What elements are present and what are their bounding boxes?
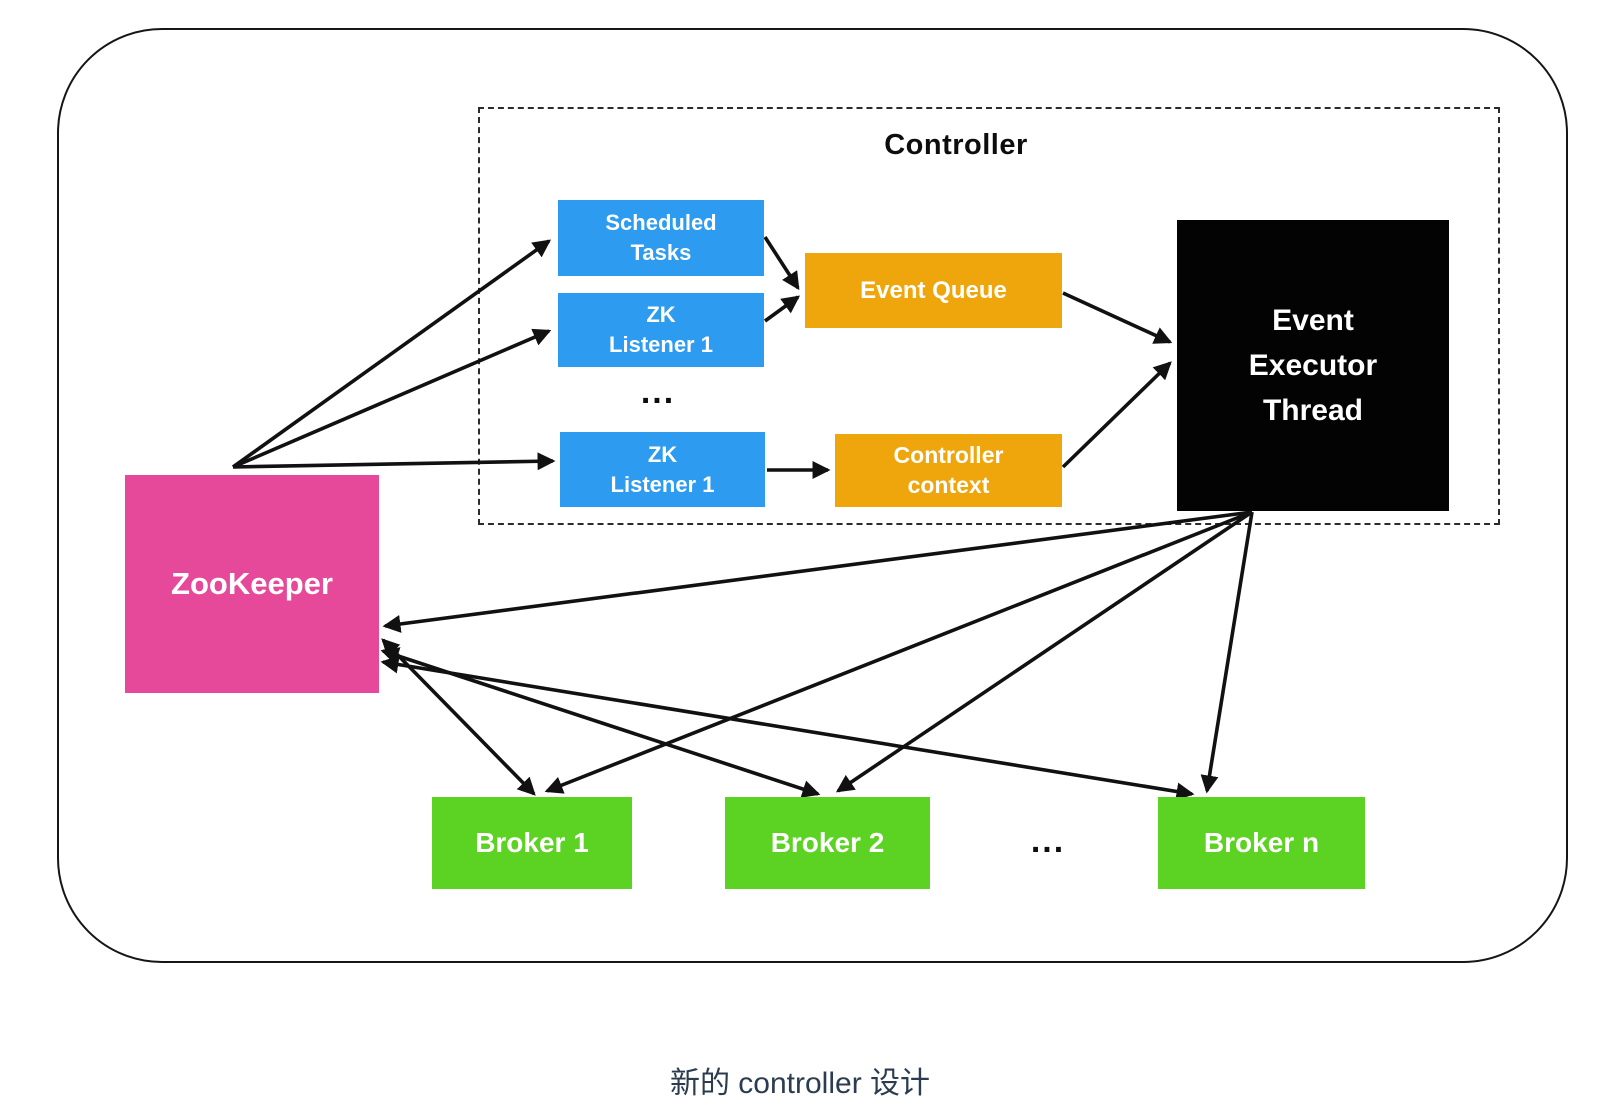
event-executor-thread-label: Event Executor Thread — [1248, 304, 1378, 427]
controller-context-node: Controller context — [835, 434, 1062, 507]
figure-caption: 新的 controller 设计 — [669, 1067, 931, 1100]
brokers-ellipsis: ... — [1030, 822, 1066, 860]
listeners-ellipsis: ... — [640, 373, 676, 411]
outer-rounded-border — [57, 28, 1568, 963]
event-executor-thread-node: Event Executor Thread — [1177, 220, 1449, 511]
broker-1-label: Broker 1 — [475, 827, 589, 858]
event-queue-label: Event Queue — [860, 276, 1007, 304]
zk-listener-n-label: ZK Listener 1 — [610, 441, 715, 497]
zk-listener-1-node: ZK Listener 1 — [558, 293, 764, 367]
controller-group-label: Controller — [884, 129, 1028, 161]
zk-listener-n-node: ZK Listener 1 — [560, 432, 765, 507]
broker-1-node: Broker 1 — [432, 797, 632, 889]
zookeeper-label: ZooKeeper — [171, 566, 333, 601]
controller-context-label: Controller context — [893, 441, 1004, 498]
scheduled-tasks-node: Scheduled Tasks — [558, 200, 764, 276]
scheduled-tasks-label: Scheduled Tasks — [605, 210, 717, 265]
zk-listener-1-label: ZK Listener 1 — [609, 302, 713, 357]
zookeeper-node: ZooKeeper — [125, 475, 379, 693]
broker-n-node: Broker n — [1158, 797, 1365, 889]
event-queue-node: Event Queue — [805, 253, 1062, 328]
broker-n-label: Broker n — [1203, 827, 1320, 858]
broker-2-label: Broker 2 — [770, 827, 885, 858]
broker-2-node: Broker 2 — [725, 797, 930, 889]
